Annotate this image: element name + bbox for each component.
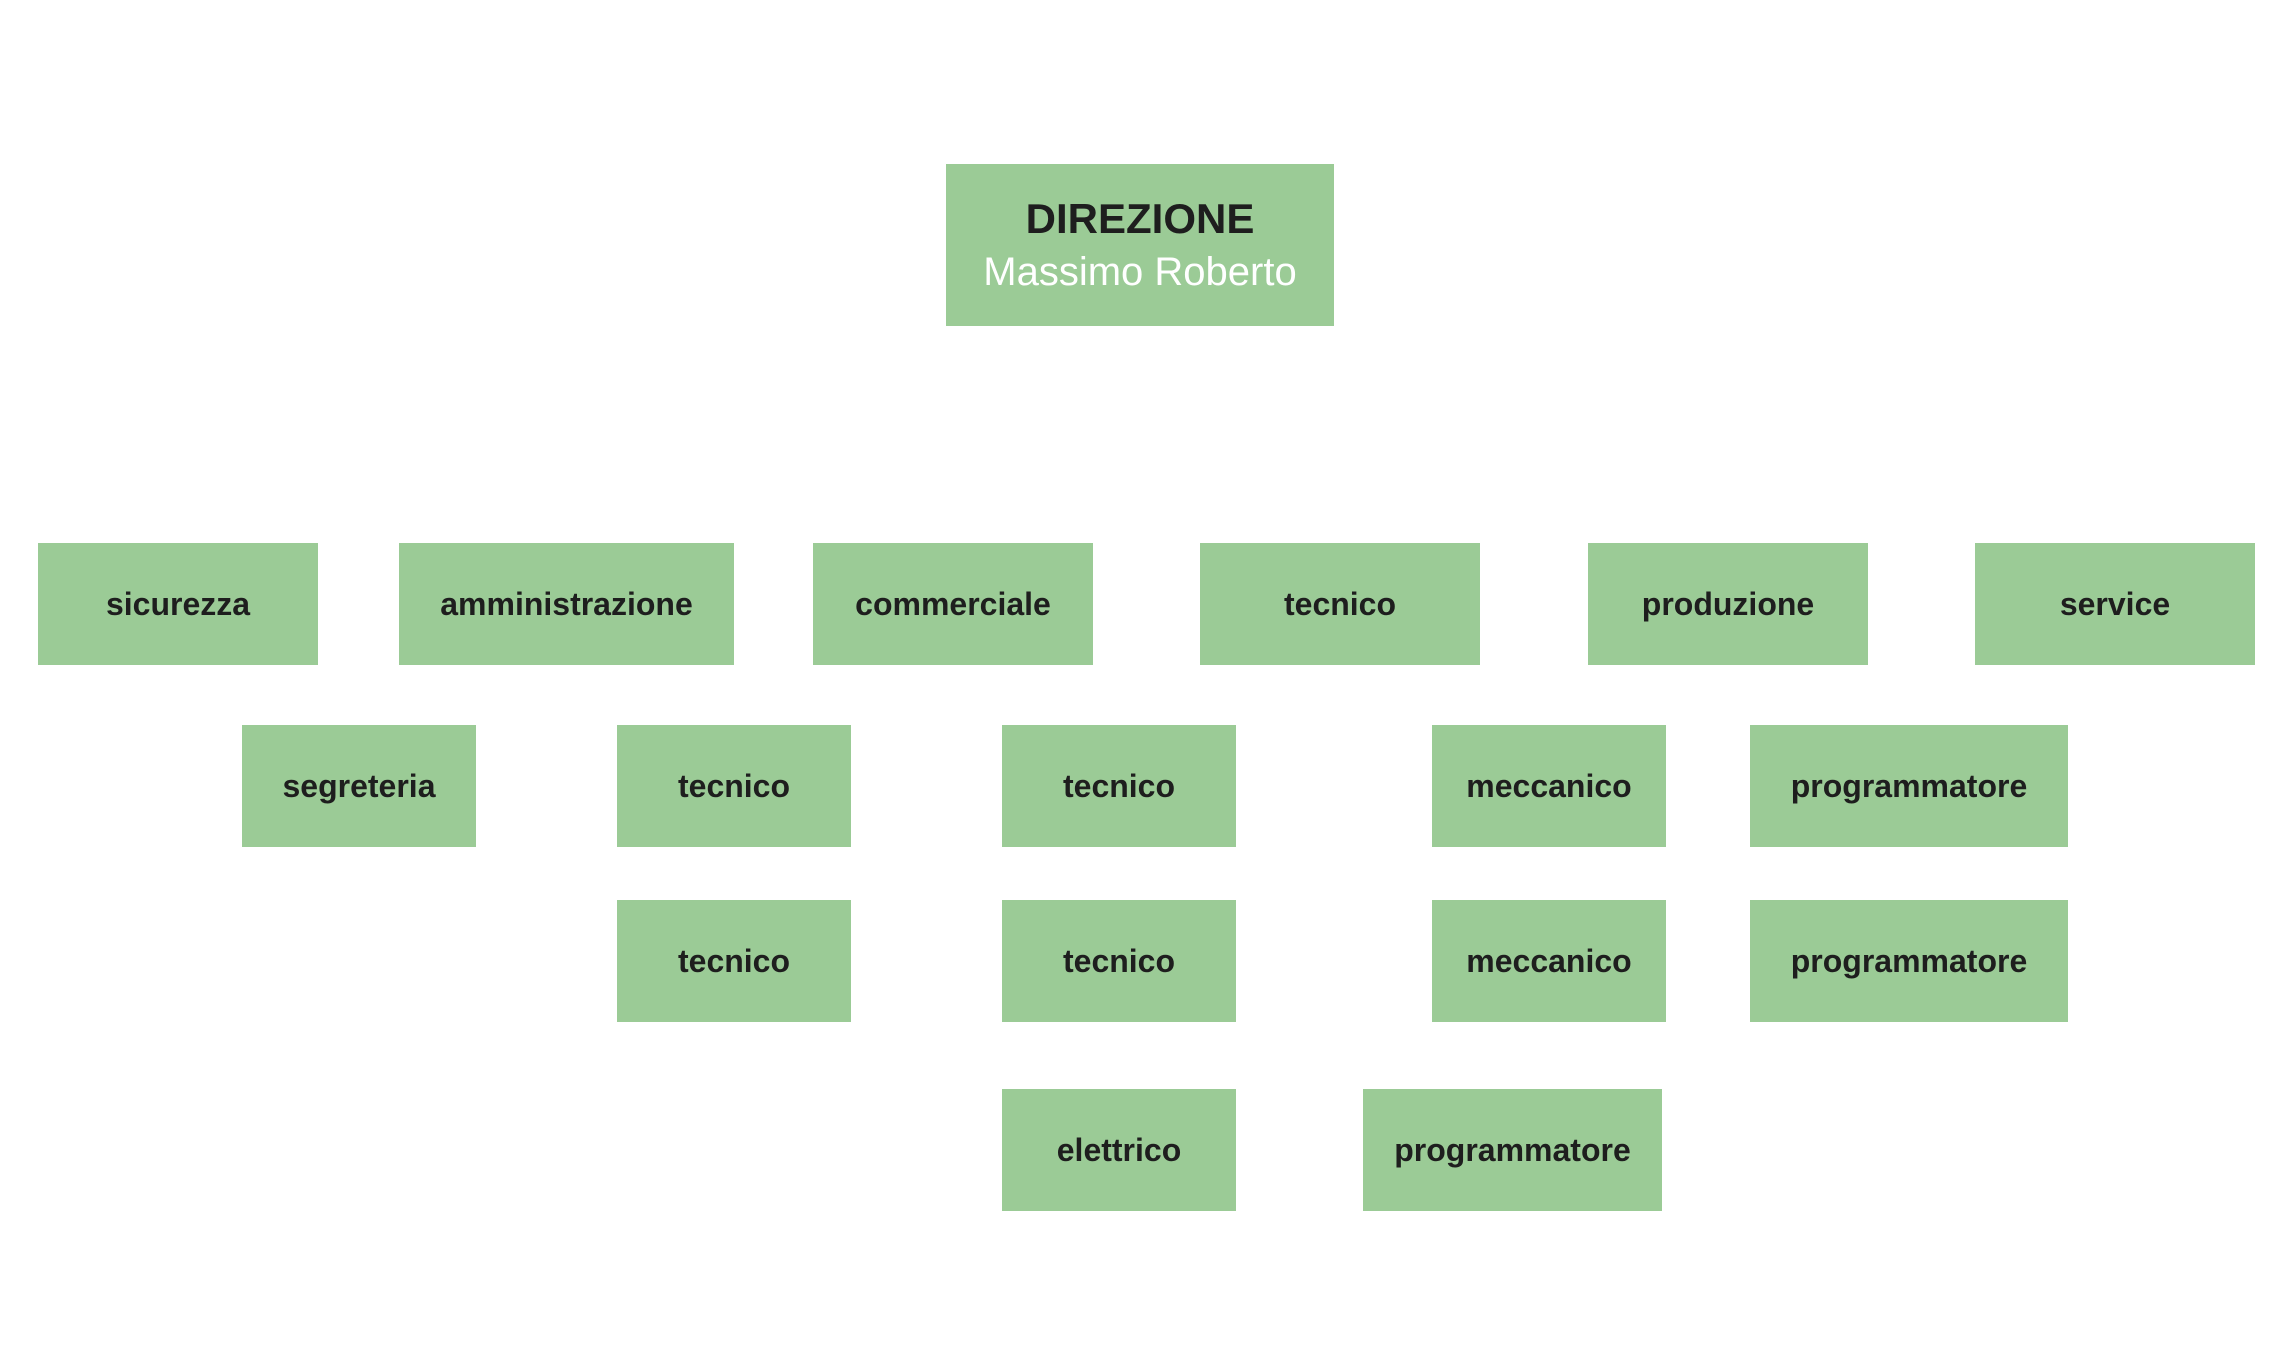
role-produzione-meccanico-2: meccanico (1432, 900, 1666, 1022)
department-service: service (1975, 543, 2255, 665)
role-service-programmatore-2: programmatore (1750, 900, 2068, 1022)
role-produzione-meccanico-1: meccanico (1432, 725, 1666, 847)
department-sicurezza: sicurezza (38, 543, 318, 665)
department-tecnico: tecnico (1200, 543, 1480, 665)
department-amministrazione: amministrazione (399, 543, 734, 665)
direzione-name: Massimo Roberto (983, 250, 1297, 295)
department-commerciale: commerciale (813, 543, 1093, 665)
direzione-box: DIREZIONE Massimo Roberto (946, 164, 1334, 326)
role-tecnico-programmatore: programmatore (1363, 1089, 1662, 1211)
role-amministrazione-tecnico-1: tecnico (617, 725, 851, 847)
role-amministrazione-tecnico-2: tecnico (617, 900, 851, 1022)
role-segreteria: segreteria (242, 725, 476, 847)
role-commerciale-tecnico-1: tecnico (1002, 725, 1236, 847)
role-service-programmatore-1: programmatore (1750, 725, 2068, 847)
role-commerciale-elettrico: elettrico (1002, 1089, 1236, 1211)
department-produzione: produzione (1588, 543, 1868, 665)
role-commerciale-tecnico-2: tecnico (1002, 900, 1236, 1022)
direzione-title: DIREZIONE (1025, 194, 1255, 242)
